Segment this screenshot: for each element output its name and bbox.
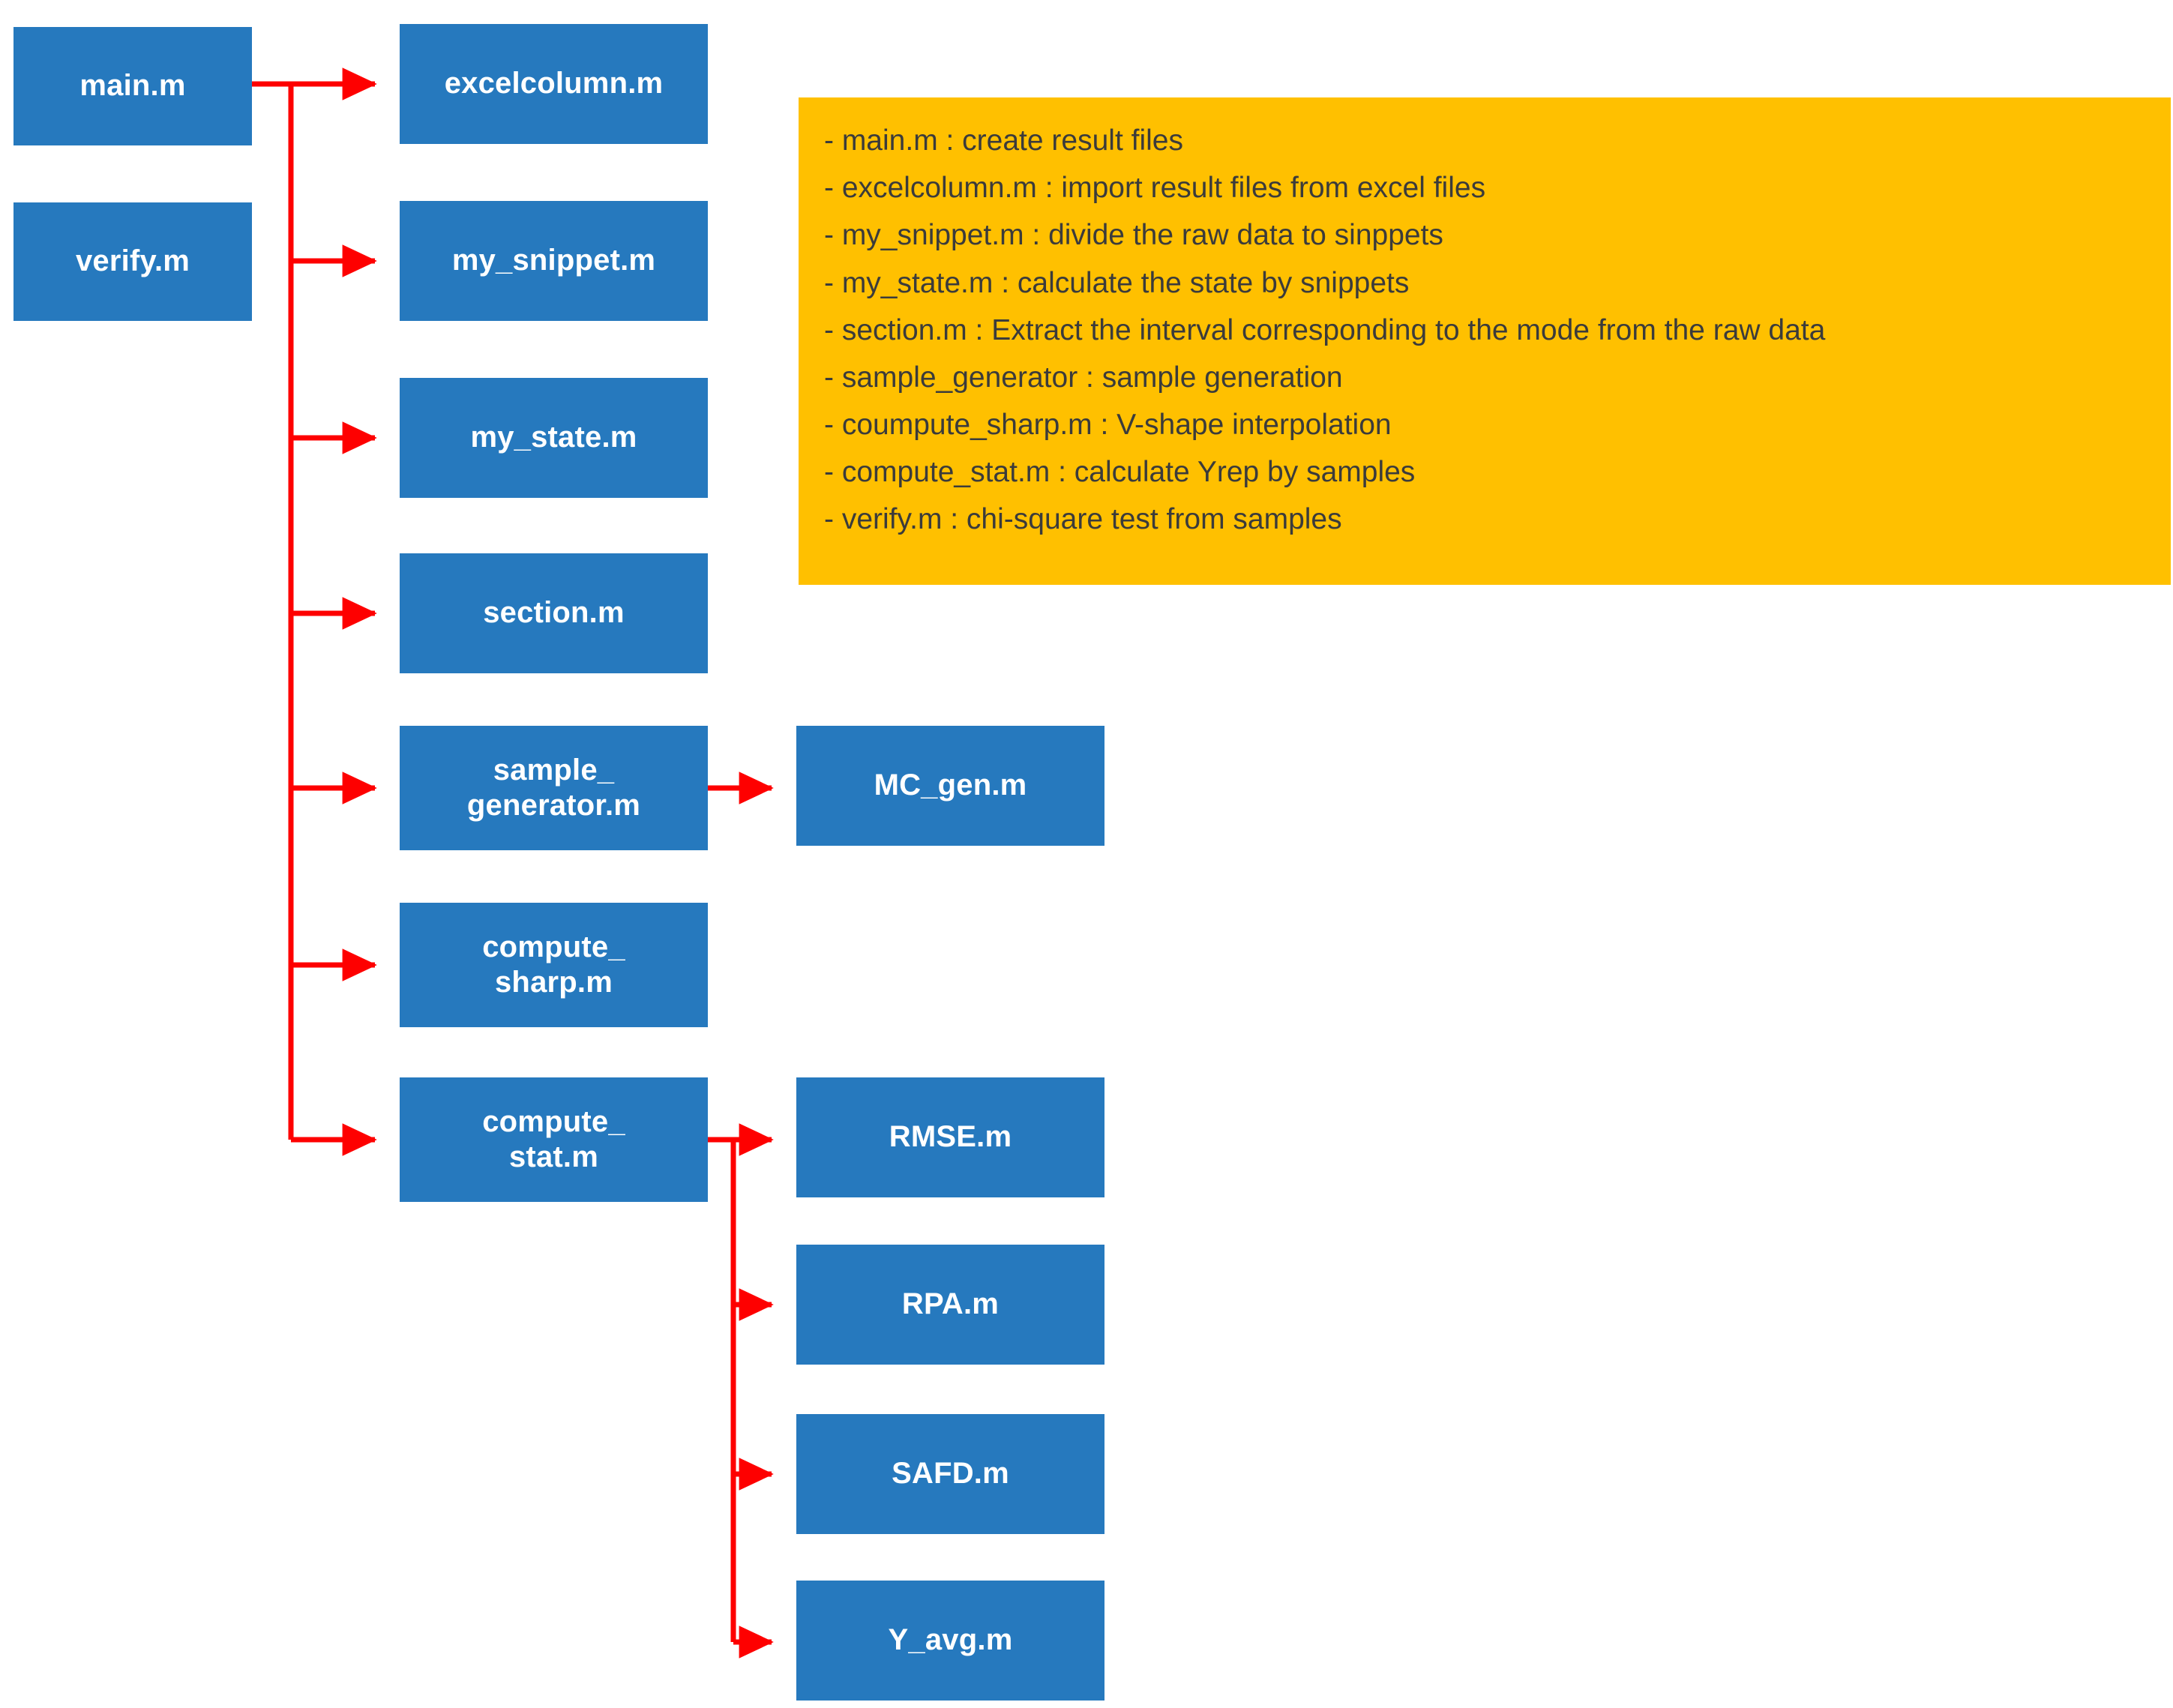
node-y-avg[interactable]: Y_avg.m [796, 1581, 1104, 1701]
node-main[interactable]: main.m [13, 27, 252, 145]
node-mc-gen[interactable]: MC_gen.m [796, 726, 1104, 846]
legend-line: - coumpute_sharp.m : V-shape interpolati… [824, 409, 1392, 442]
legend-line: - my_snippet.m : divide the raw data to … [824, 219, 1443, 252]
node-my-state[interactable]: my_state.m [400, 378, 708, 498]
node-excelcolumn[interactable]: excelcolumn.m [400, 24, 708, 144]
node-my-snippet[interactable]: my_snippet.m [400, 201, 708, 321]
legend-line: - verify.m : chi-square test from sample… [824, 503, 1342, 536]
node-rpa[interactable]: RPA.m [796, 1245, 1104, 1365]
legend-line: - excelcolumn.m : import result files fr… [824, 172, 1486, 205]
node-safd[interactable]: SAFD.m [796, 1414, 1104, 1534]
node-section[interactable]: section.m [400, 553, 708, 673]
legend-line: - main.m : create result files [824, 124, 1183, 157]
legend-line: - section.m : Extract the interval corre… [824, 313, 1826, 346]
node-compute-stat[interactable]: compute_ stat.m [400, 1077, 708, 1202]
legend-panel: - main.m : create result files - excelco… [799, 97, 2171, 585]
node-sample-generator[interactable]: sample_ generator.m [400, 726, 708, 850]
node-rmse[interactable]: RMSE.m [796, 1077, 1104, 1197]
node-compute-sharp[interactable]: compute_ sharp.m [400, 903, 708, 1027]
legend-line: - my_state.m : calculate the state by sn… [824, 266, 1410, 299]
legend-line: - compute_stat.m : calculate Yrep by sam… [824, 456, 1416, 489]
node-verify[interactable]: verify.m [13, 202, 252, 321]
legend-line: - sample_generator : sample generation [824, 361, 1343, 394]
